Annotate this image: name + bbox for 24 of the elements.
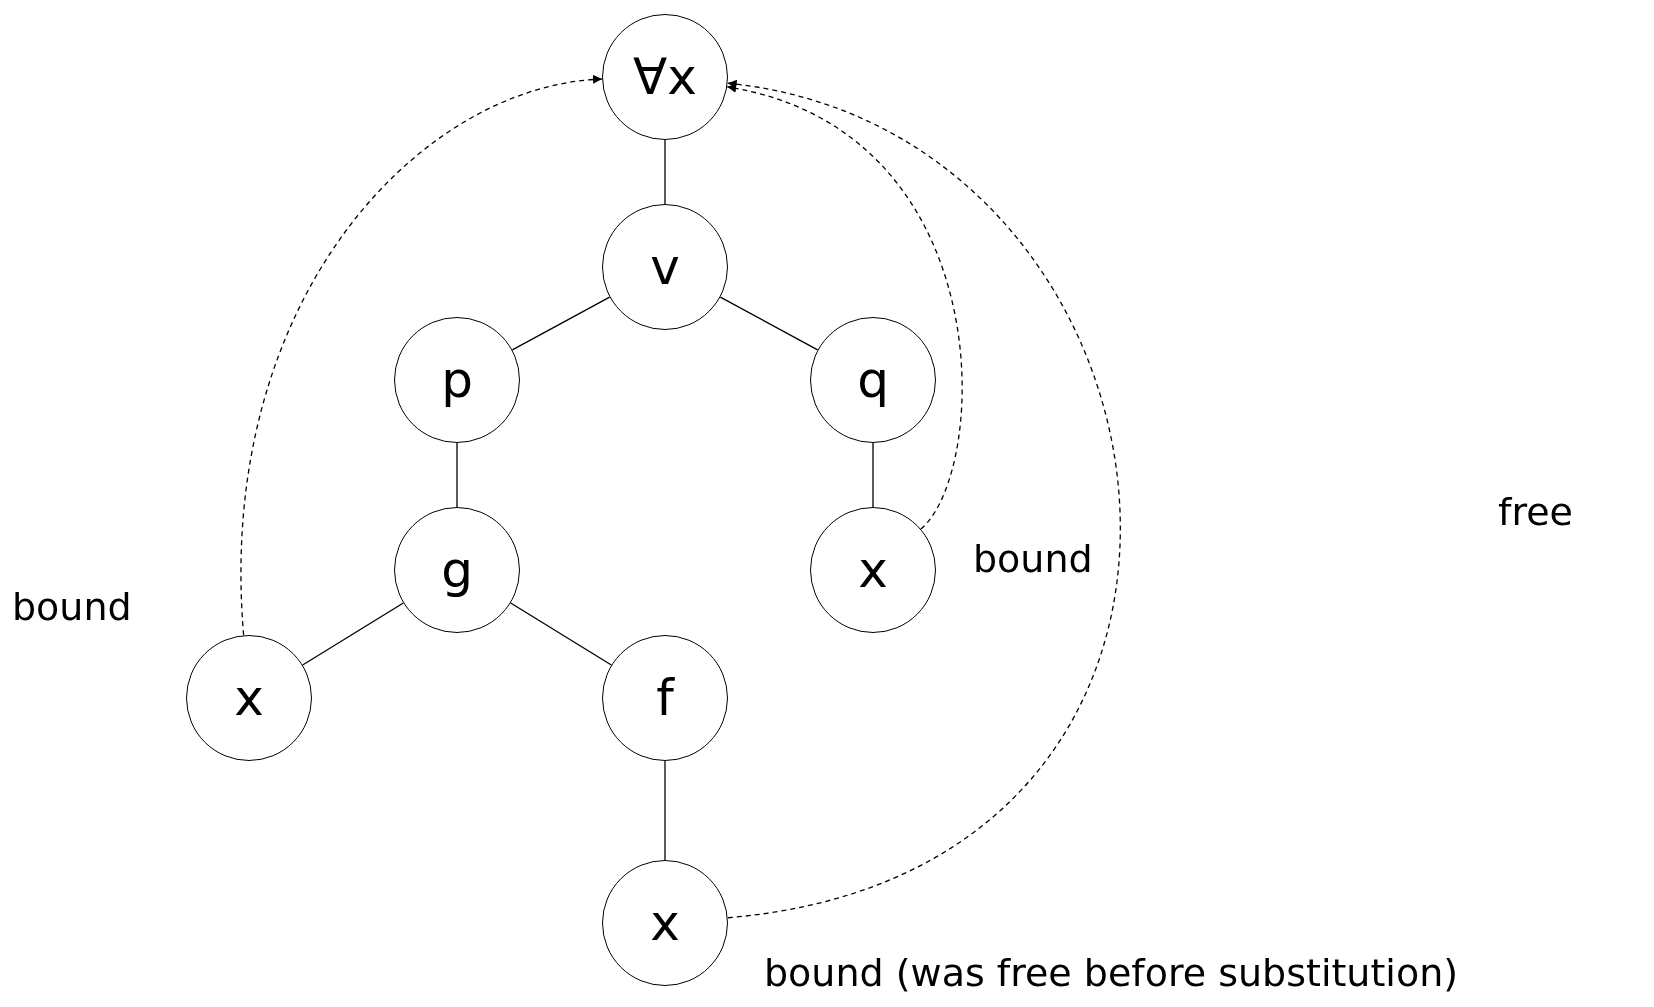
dashed-arrow xyxy=(727,80,1121,919)
tree-edge xyxy=(456,442,458,508)
tree-edge xyxy=(511,296,611,351)
node-symbol: x xyxy=(234,673,264,723)
node-symbol: ∀x xyxy=(633,52,697,102)
tree-edge xyxy=(872,442,874,508)
tree-edge xyxy=(664,760,666,861)
node-annotation: bound xyxy=(12,588,132,626)
dashed-arrow xyxy=(726,84,963,530)
node-symbol: f xyxy=(656,673,674,723)
dashed-arrow xyxy=(240,75,603,636)
node-symbol: x xyxy=(650,898,680,948)
tree-edge xyxy=(664,139,666,205)
node-symbol: p xyxy=(441,355,473,405)
node-symbol: g xyxy=(441,545,473,595)
node-annotation: bound (was free before substitution) xyxy=(764,954,1459,992)
annotation-text: free xyxy=(1498,493,1573,531)
node-symbol: q xyxy=(857,355,889,405)
tree-edge xyxy=(719,296,819,351)
node-annotation: bound xyxy=(973,540,1093,578)
tree-edge xyxy=(302,602,404,666)
node-symbol: v xyxy=(650,242,680,292)
node-symbol: x xyxy=(858,545,888,595)
tree-edge xyxy=(510,602,612,666)
